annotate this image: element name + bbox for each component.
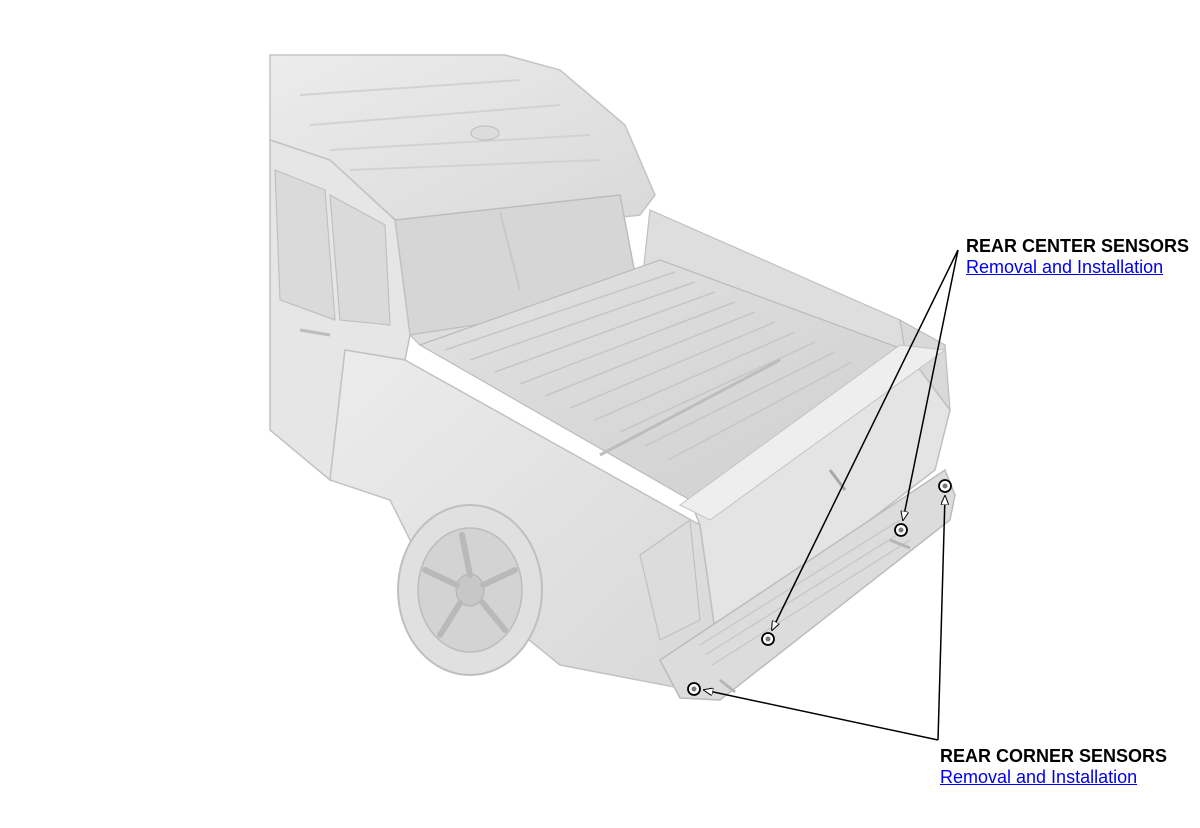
rear-center-sensors-label: REAR CENTER SENSORS [966,236,1190,256]
rear-center-sensors-removal-link[interactable]: Removal and Installation [966,257,1164,277]
bed-side-panel [329,349,716,691]
side-windows [274,169,391,326]
corner-sensor-leaders [704,496,945,741]
bed-floor-ribs [444,271,853,461]
taillight [639,518,701,641]
roof-ribs [299,79,601,171]
bumper-step-ribs [699,519,911,666]
rear-corner-sensor-left [687,682,701,696]
rear-wheel [397,504,543,676]
rear-center-sensor-left [761,632,775,646]
rear-center-sensor-right [894,523,908,537]
roof-antenna [470,125,500,141]
rear-corner-sensors-callout: REAR CORNER SENSORS Removal and Installa… [940,746,1167,789]
rear-corner-sensors-removal-link[interactable]: Removal and Installation [940,767,1138,787]
rear-bumper [659,468,956,701]
rear-center-sensors-callout: REAR CENTER SENSORS Removal and Installa… [966,236,1189,279]
rear-corner-sensor-right [938,479,952,493]
tailgate-lip [679,344,947,521]
rear-corner-sensors-label: REAR CORNER SENSORS [940,746,1168,766]
center-sensor-leaders [772,249,959,630]
